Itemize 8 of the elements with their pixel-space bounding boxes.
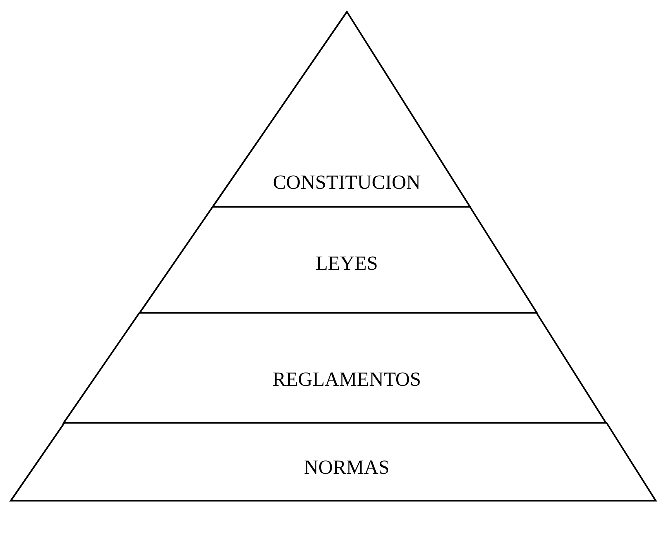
tier-label: LEYES [316,254,378,274]
tier-label: CONSTITUCION [273,173,421,193]
pyramid-tier [10,423,656,501]
tier-label: REGLAMENTOS [272,370,422,390]
pyramid-tier [140,207,537,313]
tier-label: NORMAS [304,458,390,478]
pyramid-tier [64,313,606,423]
pyramid-tier [212,12,470,207]
